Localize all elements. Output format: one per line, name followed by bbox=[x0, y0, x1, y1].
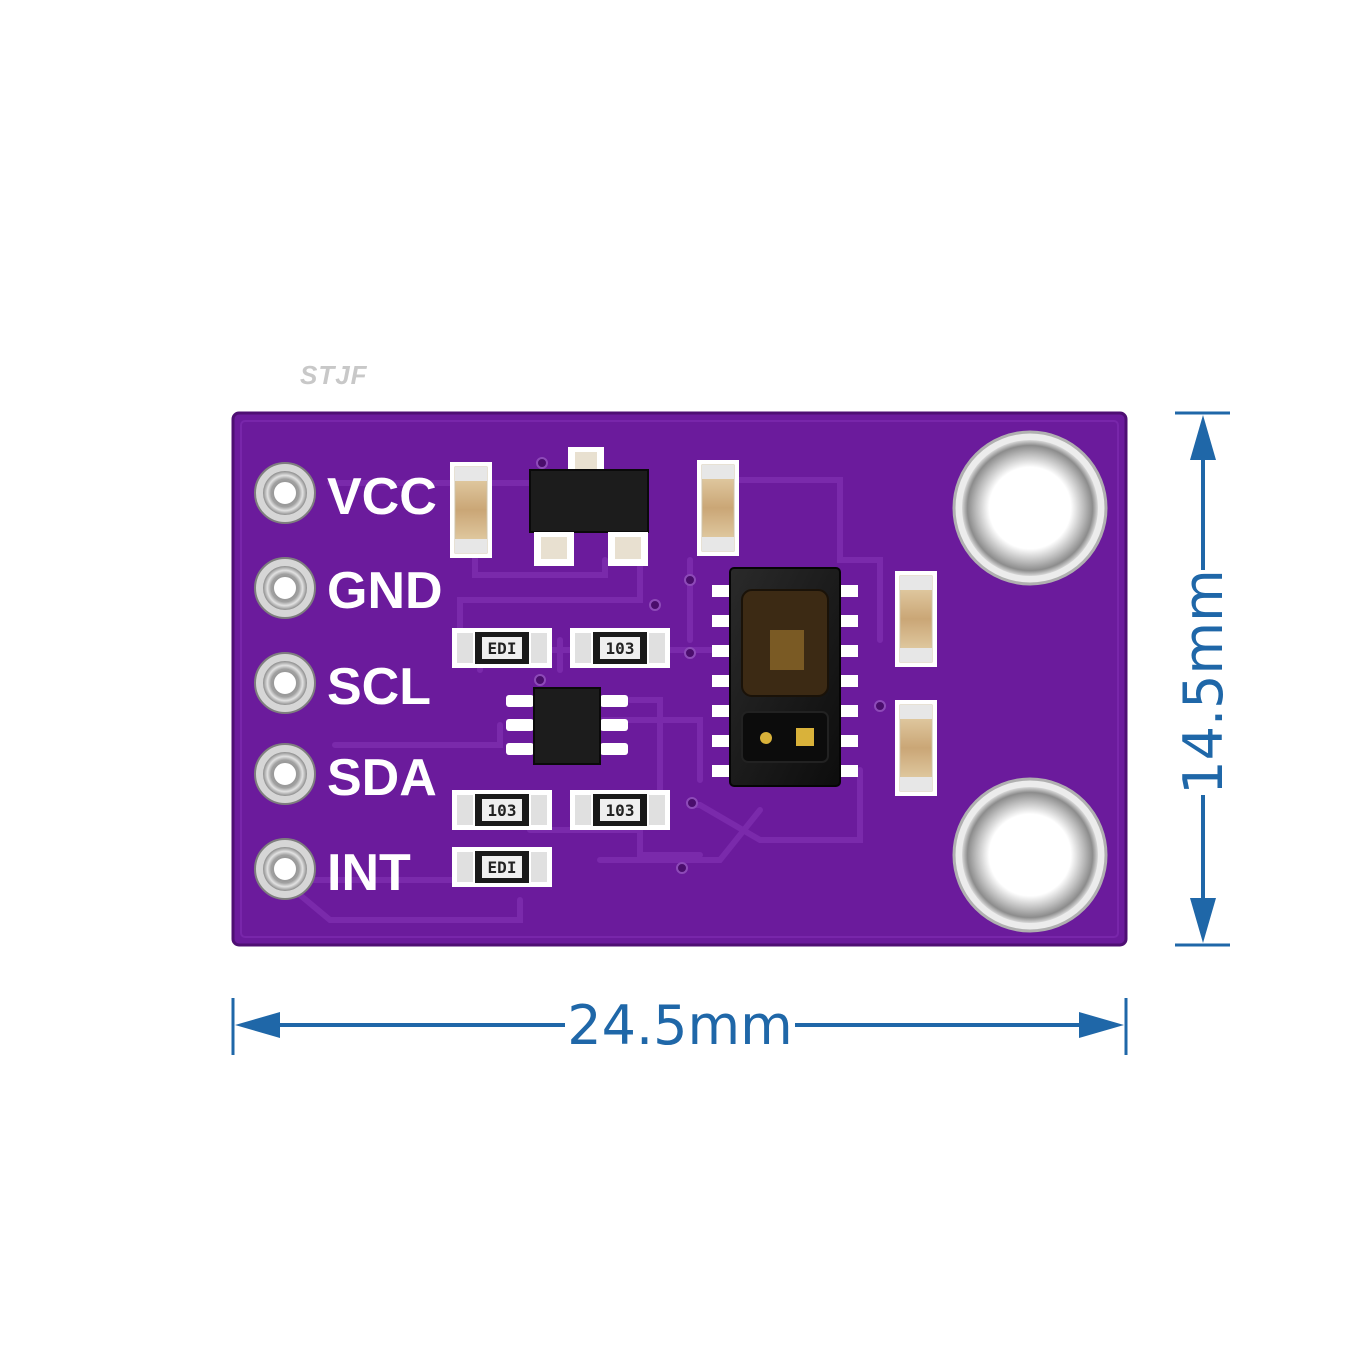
pcb-vias bbox=[534, 457, 886, 874]
resistor-r3-code: 103 bbox=[488, 801, 517, 820]
capacitor-c1 bbox=[450, 462, 492, 558]
resistor-r4-code: 103 bbox=[606, 801, 635, 820]
pin-label-scl: SCL bbox=[327, 658, 431, 716]
pin-vcc bbox=[254, 462, 316, 524]
pcb-board: VCC GND SCL SDA INT bbox=[231, 411, 1128, 947]
capacitor-c2 bbox=[697, 460, 739, 556]
arrow-down-icon bbox=[1190, 898, 1216, 943]
pin-label-sda: SDA bbox=[327, 749, 437, 807]
capacitor-c4 bbox=[895, 700, 937, 796]
resistor-r2-code: 103 bbox=[606, 639, 635, 658]
humidity-sensor-chip bbox=[712, 567, 858, 787]
watermark-text: STJF bbox=[300, 360, 368, 390]
height-label: 14.5mm bbox=[1172, 569, 1235, 794]
resistor-r1-code: EDI bbox=[488, 639, 517, 658]
pcb-traces bbox=[297, 477, 883, 923]
resistor-r4: 103 bbox=[570, 790, 670, 830]
height-dimension bbox=[1175, 411, 1230, 947]
pin-labels: VCC GND SCL SDA INT bbox=[327, 468, 443, 902]
width-dimension bbox=[231, 998, 1128, 1055]
resistor-r5-code: EDI bbox=[488, 858, 517, 877]
pin-label-int: INT bbox=[327, 844, 411, 902]
arrow-left-icon bbox=[235, 1012, 280, 1038]
pin-label-vcc: VCC bbox=[327, 468, 437, 526]
pin-scl bbox=[254, 652, 316, 714]
mounting-hole-top bbox=[952, 430, 1108, 586]
resistor-r5: EDI bbox=[452, 847, 552, 887]
pin-label-gnd: GND bbox=[327, 562, 443, 620]
pin-sda bbox=[254, 743, 316, 805]
header-pins bbox=[254, 462, 316, 900]
voltage-regulator-chip bbox=[529, 447, 649, 566]
mounting-hole-bottom bbox=[952, 777, 1108, 933]
interface-ic bbox=[506, 687, 628, 765]
resistor-r3: 103 bbox=[452, 790, 552, 830]
resistor-r2: 103 bbox=[570, 628, 670, 668]
capacitor-c3 bbox=[895, 571, 937, 667]
arrow-right-icon bbox=[1079, 1012, 1124, 1038]
resistor-r1: EDI bbox=[452, 628, 552, 668]
pin-int bbox=[254, 838, 316, 900]
pin-gnd bbox=[254, 557, 316, 619]
arrow-up-icon bbox=[1190, 415, 1216, 460]
width-label: 24.5mm bbox=[567, 994, 792, 1057]
